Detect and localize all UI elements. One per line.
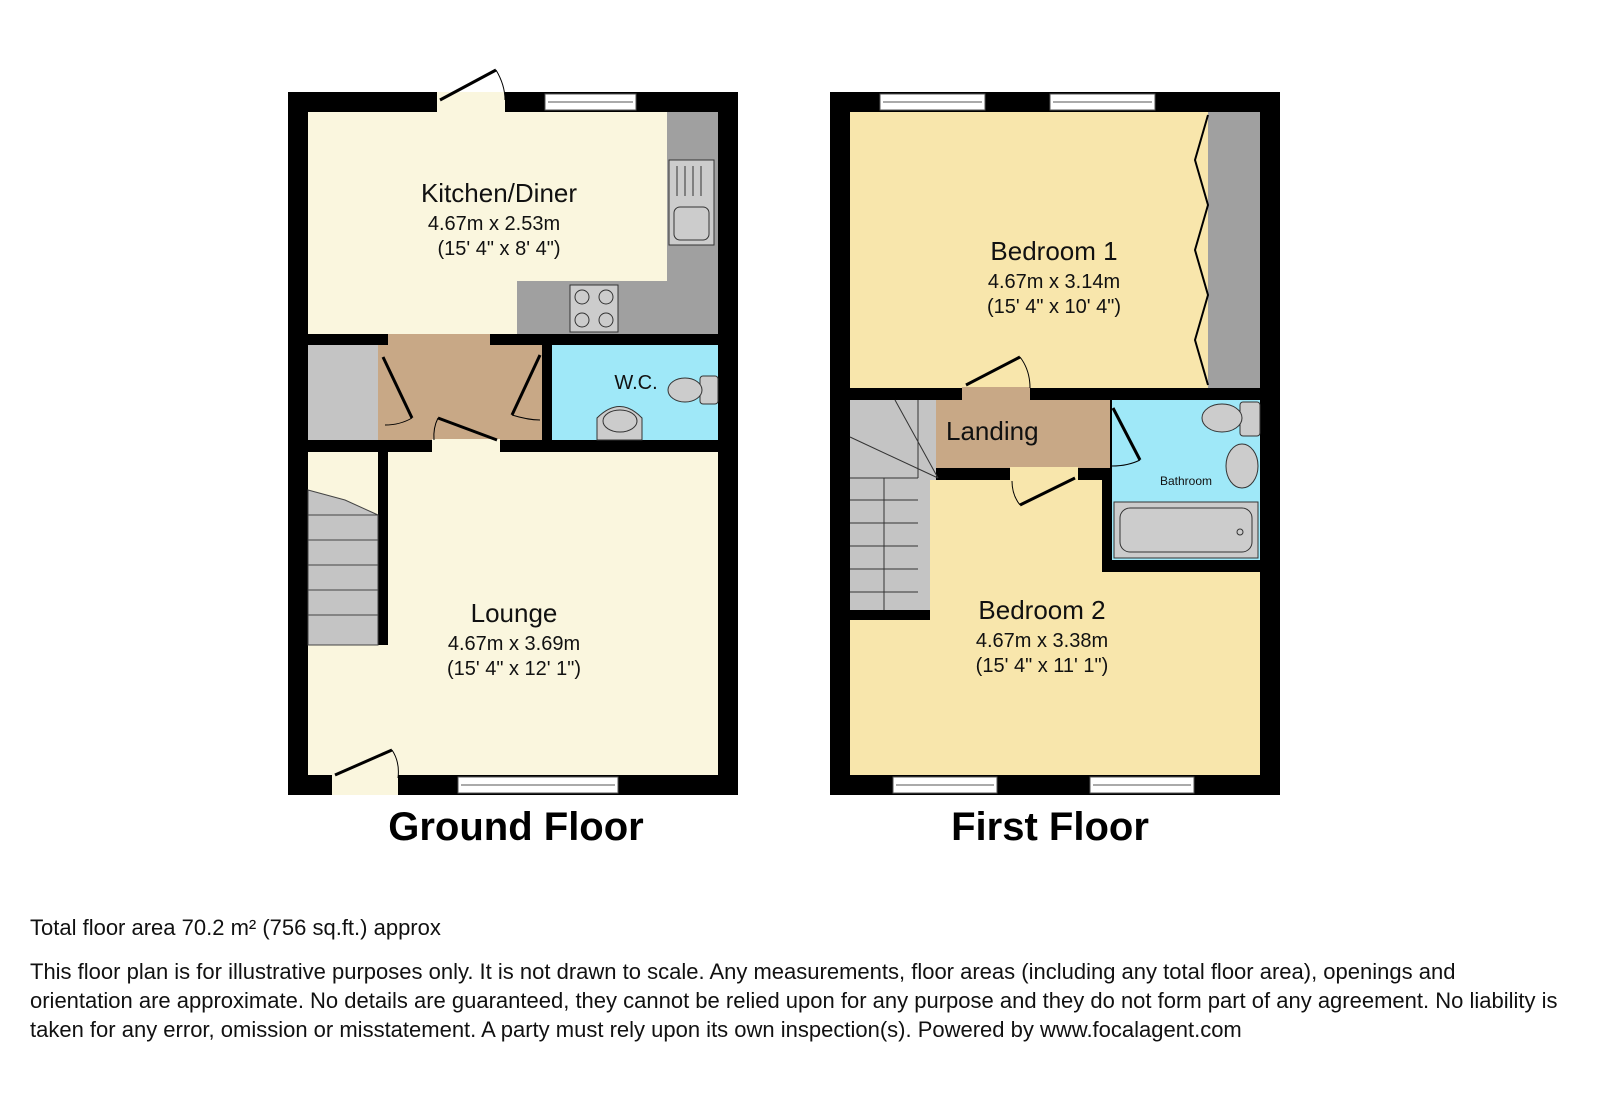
first-floor-plan: Bedroom 1 4.67m x 3.14m (15' 4" x 10' 4"… [830,92,1280,849]
bedroom-1-doorway[interactable] [962,387,1030,401]
sink-icon [668,159,715,246]
stairs-icon [850,400,936,610]
room-imperial: (15' 4" x 10' 4") [987,296,1121,318]
room-name: Bedroom 2 [978,595,1105,625]
kitchen-doorway[interactable] [388,334,490,346]
bedroom-2-door-swing [1011,476,1076,507]
room-name: Kitchen/Diner [421,178,577,208]
hob-icon [569,284,619,333]
hallway-floor [378,345,542,440]
room-metric: 4.67m x 3.38m [976,630,1108,652]
bedroom-2-floor [850,480,1260,775]
stair-wall [378,452,388,645]
toilet-icon [667,375,719,405]
bathroom-door-swing [1111,407,1142,467]
bedroom-2-doorway[interactable] [1010,467,1078,481]
hall-door-swings [381,354,542,442]
front-door-swing [334,748,399,779]
room-name: Bathroom [1160,474,1212,488]
room-name: Lounge [471,598,558,628]
bath-icon [1113,501,1259,559]
disclaimer: This floor plan is for illustrative purp… [30,959,1558,1042]
bedroom-1-door-swing [965,355,1031,389]
floor-title: First Floor [951,805,1149,849]
ground-floor-plan: Kitchen/Diner 4.67m x 2.53m (15' 4" x 8'… [288,68,738,849]
front-door-opening[interactable] [332,775,398,795]
room-name: Bedroom 1 [990,236,1117,266]
total-floor-area: Total floor area 70.2 m² (756 sq.ft.) ap… [30,915,441,940]
room-imperial: (15' 4" x 11' 1") [976,655,1109,677]
room-metric: 4.67m x 3.69m [448,633,580,655]
stairs-icon [307,452,379,646]
back-door-swing [439,68,506,102]
stair-treads [849,399,939,610]
window-icon [544,93,637,111]
window-icon [457,776,619,794]
back-door-opening[interactable] [437,92,505,112]
window-icon [879,93,986,111]
room-imperial: (15' 4" x 12' 1") [447,658,581,680]
basin-icon [1225,443,1259,489]
room-name: Landing [946,416,1039,446]
window-icon [892,776,998,794]
room-name: W.C. [614,372,657,394]
bedroom-1-floor [850,112,1260,388]
room-metric: 4.67m x 3.14m [988,271,1120,293]
window-icon [1049,93,1156,111]
basin-icon [596,406,643,441]
room-metric: 4.67m x 2.53m [428,213,560,235]
floor-title: Ground Floor [388,805,644,849]
wardrobe-doors [1193,114,1210,386]
cupboard [308,345,378,440]
lounge-doorway[interactable] [432,439,500,453]
room-imperial: (15' 4" x 8' 4") [438,238,561,260]
toilet-icon [1201,401,1261,437]
wardrobe [1208,112,1260,388]
window-icon [1089,776,1195,794]
landing-floor [936,400,1110,468]
